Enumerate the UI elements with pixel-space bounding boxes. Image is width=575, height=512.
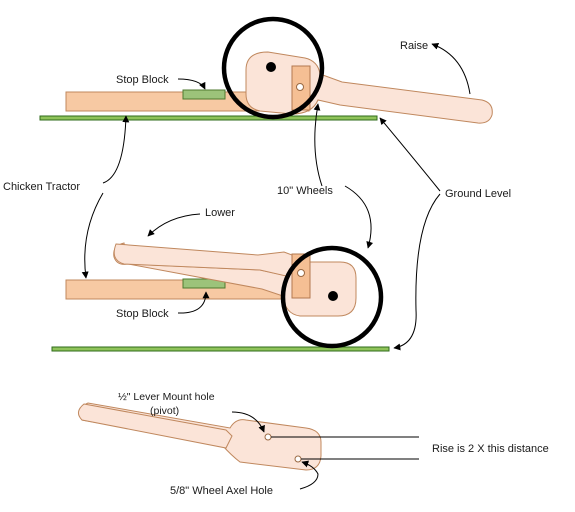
ground-line-bottom (51, 346, 390, 352)
pivot-hole-top (296, 83, 304, 91)
label-chicken-tractor: Chicken Tractor (3, 181, 80, 193)
axle-dot-top (266, 62, 276, 72)
label-lever-mount-hole: ½" Lever Mount hole (118, 391, 215, 403)
lowered-position-group (51, 242, 390, 352)
callout-lines (81, 42, 471, 490)
wheel-axle-hole (294, 455, 302, 463)
wheel-top (221, 16, 325, 120)
stop-block-top (182, 89, 226, 100)
lever-detail-group (78, 402, 419, 471)
axle-dot-bottom (328, 291, 338, 301)
label-stop-block-top: Stop Block (116, 74, 169, 86)
label-pivot: (pivot) (150, 405, 179, 417)
raised-position-group (39, 16, 493, 124)
label-raise: Raise (400, 40, 428, 52)
label-stop-block-bottom: Stop Block (116, 308, 169, 320)
wheel-bottom (280, 245, 384, 349)
label-lower: Lower (205, 207, 235, 219)
ground-line-top (39, 115, 378, 121)
stop-block-bottom (182, 278, 226, 289)
lever-mount-hole (264, 433, 272, 441)
raised-lever (245, 51, 493, 124)
label-wheel-axle-hole: 5/8" Wheel Axel Hole (170, 485, 273, 497)
label-wheels: 10" Wheels (277, 185, 333, 197)
label-rise-note: Rise is 2 X this distance (432, 443, 549, 455)
pivot-hole-bottom (297, 269, 305, 277)
label-ground-level: Ground Level (445, 188, 511, 200)
